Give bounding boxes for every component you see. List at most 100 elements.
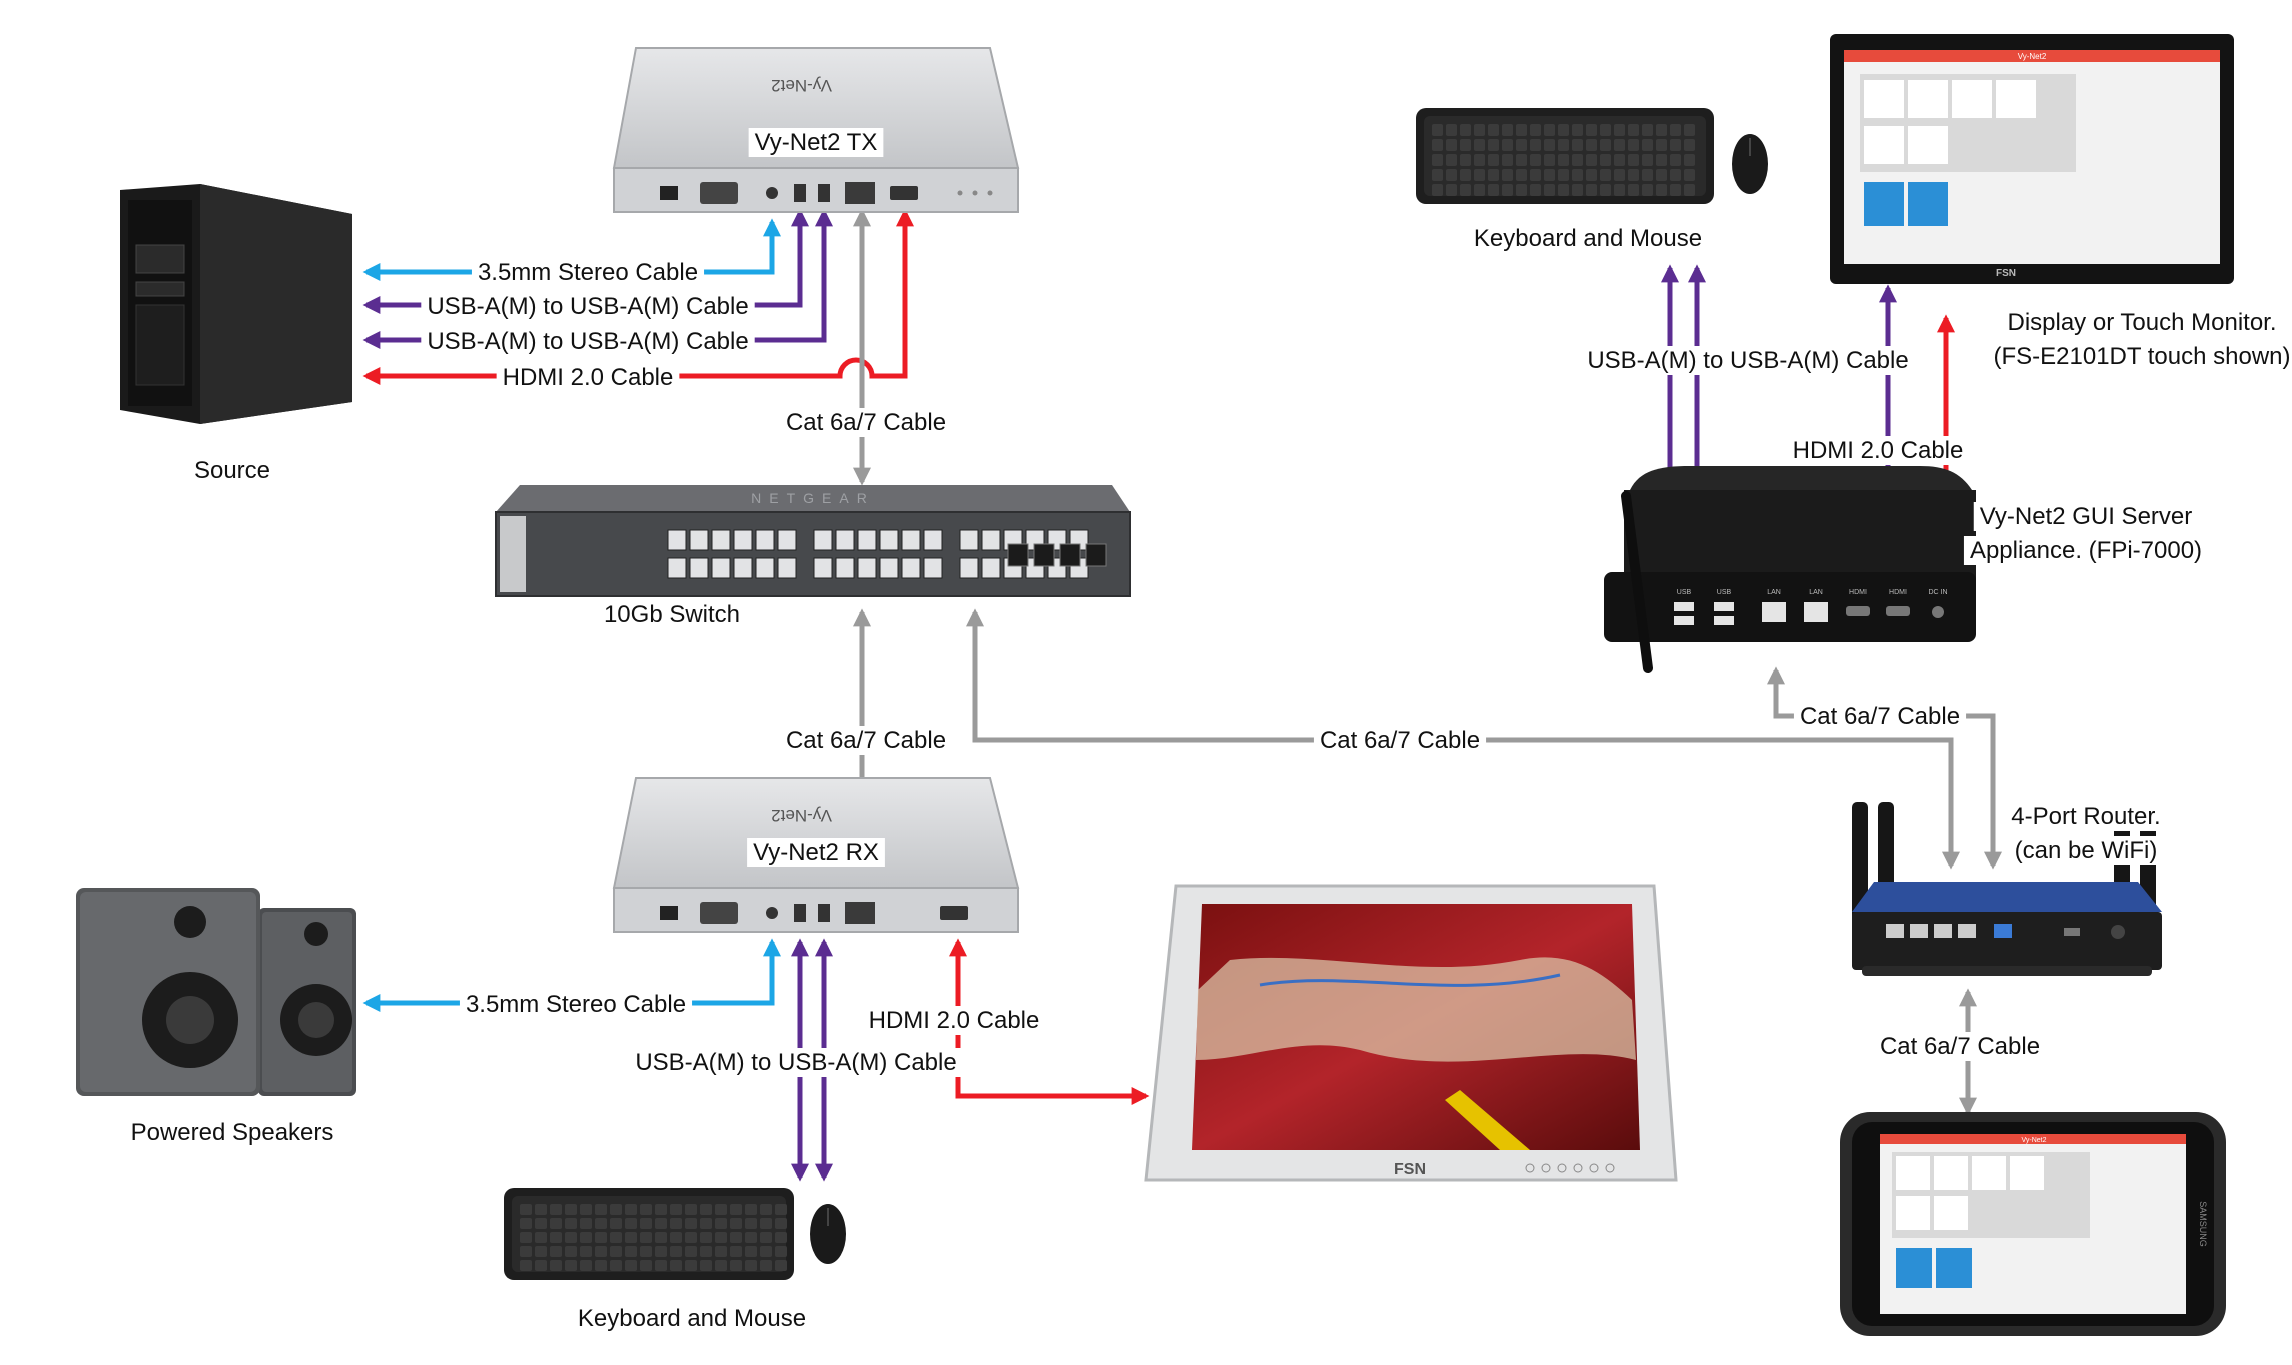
keyboard-key (1432, 139, 1443, 151)
keyboard-key (1670, 169, 1681, 181)
tx-logo: Vy-Net2 (771, 76, 832, 95)
keyboard-key (1502, 169, 1513, 181)
router-icon: 4-Port Router. (can be WiFi) (1852, 802, 2167, 976)
server-usb-port (1674, 616, 1694, 625)
keyboard-key (1558, 139, 1569, 151)
switch-port (959, 529, 979, 551)
switch-sfp-port (1059, 543, 1081, 567)
server-port-label: LAN (1809, 589, 1823, 596)
keyboard-key (1516, 154, 1527, 166)
keyboard-key (730, 1260, 742, 1271)
label-stereo-bottom: 3.5mm Stereo Cable (466, 991, 686, 1018)
keyboard-key (520, 1246, 532, 1257)
keyboard-key (535, 1218, 547, 1229)
gui-server-label-2: Appliance. (FPi-7000) (1970, 537, 2202, 564)
switch-port (689, 557, 709, 579)
keyboard-key (1684, 169, 1695, 181)
keyboard-key (595, 1260, 607, 1271)
keyboard-key (1684, 154, 1695, 166)
label-background (779, 408, 953, 437)
keyboard-key (1642, 184, 1653, 196)
keyboard-key (1600, 169, 1611, 181)
switch-sfp-port (1033, 543, 1055, 567)
label-hdmi-bottom: HDMI 2.0 Cable (869, 1007, 1040, 1034)
label-background (1467, 224, 1709, 253)
switch-port (689, 529, 709, 551)
label-background (2005, 802, 2167, 831)
label-cat-switch-router: Cat 6a/7 Cable (1320, 727, 1480, 754)
keyboard-key (775, 1204, 787, 1215)
switch-port (981, 557, 1001, 579)
label-stereo-top: 3.5mm Stereo Cable (478, 259, 698, 286)
keyboard-key (1502, 124, 1513, 136)
server-port-label: DC IN (1928, 589, 1947, 596)
keyboard-key (700, 1232, 712, 1243)
keyboard-key (535, 1204, 547, 1215)
keyboard-key (1600, 154, 1611, 166)
keyboard-key (1460, 124, 1471, 136)
keyboard-key (1432, 169, 1443, 181)
switch-port (667, 529, 687, 551)
label-background (1581, 346, 1915, 375)
keyboard-key (1530, 139, 1541, 151)
keyboard-key (1642, 169, 1653, 181)
label-background (779, 726, 953, 755)
keyboard-key (1614, 139, 1625, 151)
switch-sfp-port (1085, 543, 1107, 567)
keyboard-key (640, 1246, 652, 1257)
keyboard-key (1460, 139, 1471, 151)
label-background (1963, 536, 2209, 565)
label-background (421, 327, 755, 356)
keyboard-key (1656, 124, 1667, 136)
keyboard-key (535, 1246, 547, 1257)
touch-monitor-label-2: (FS-E2101DT touch shown) (1993, 343, 2290, 370)
keyboard-key (1656, 184, 1667, 196)
tablet-icon: Vy-Net2 SAMSUNG (1840, 1112, 2226, 1336)
keyboard-key (520, 1204, 532, 1215)
router-label-1: 4-Port Router. (2011, 803, 2160, 830)
switch-port (857, 557, 877, 579)
keyboard-key (1474, 184, 1485, 196)
keyboard-key (520, 1232, 532, 1243)
keyboard-key (625, 1218, 637, 1229)
label-background (747, 838, 885, 867)
switch-port (733, 557, 753, 579)
keyboard-key (1614, 184, 1625, 196)
keyboard-key (550, 1246, 562, 1257)
keyboard-key (655, 1246, 667, 1257)
touch-monitor-brand: FSN (1996, 268, 2016, 279)
keyboard-key (700, 1260, 712, 1271)
keyboard-key (1516, 184, 1527, 196)
switch-port (777, 557, 797, 579)
server-usb-port (1714, 602, 1734, 611)
keyboard-key (565, 1204, 577, 1215)
keyboard-key (1628, 124, 1639, 136)
keyboard-key (1488, 139, 1499, 151)
keyboard-key (595, 1218, 607, 1229)
switch-port (923, 529, 943, 551)
tablet-app-title: Vy-Net2 (2021, 1137, 2046, 1144)
keyboard-key (1432, 154, 1443, 166)
keyboard-key (580, 1218, 592, 1229)
keyboard-key (685, 1218, 697, 1229)
keyboard-key (760, 1218, 772, 1229)
keyboard-key (730, 1232, 742, 1243)
keyboard-key (1474, 139, 1485, 151)
keyboard-key (700, 1204, 712, 1215)
keyboard-key (775, 1260, 787, 1271)
keyboard-key (1656, 154, 1667, 166)
keyboard-key (550, 1260, 562, 1271)
switch-port (835, 557, 855, 579)
label-hdmi-server: HDMI 2.0 Cable (1793, 437, 1964, 464)
keyboard-key (1544, 184, 1555, 196)
keyboard-key (535, 1260, 547, 1271)
keyboard-key (1670, 124, 1681, 136)
switch-sfp-port (1007, 543, 1029, 567)
label-usb-bottom: USB-A(M) to USB-A(M) Cable (635, 1049, 956, 1076)
kbm-top-label: Keyboard and Mouse (1474, 225, 1702, 252)
keyboard-key (1502, 139, 1513, 151)
keyboard-key (1502, 154, 1513, 166)
rx-device-name: Vy-Net2 RX (753, 839, 879, 866)
